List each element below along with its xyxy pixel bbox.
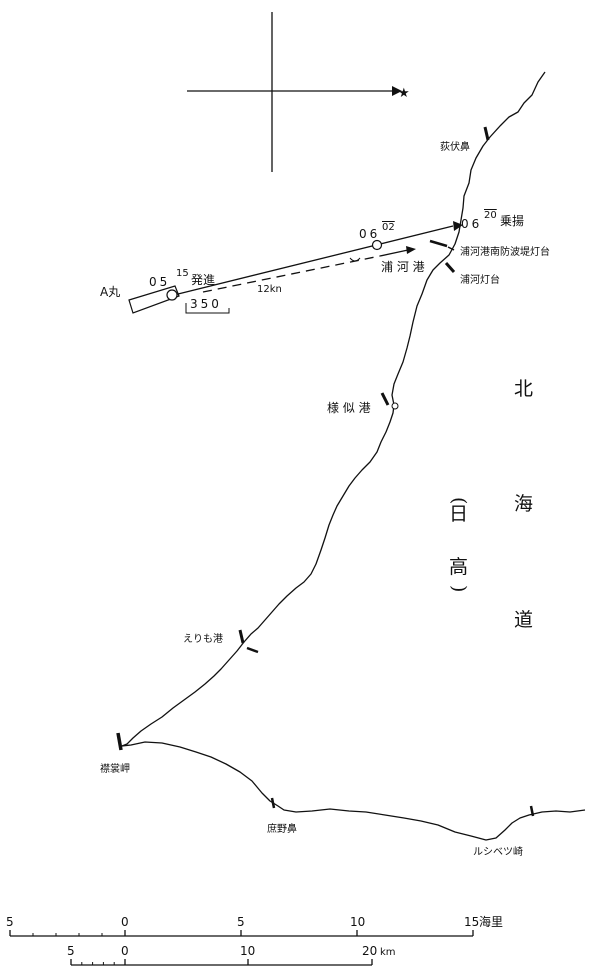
hagifushi-light-icon xyxy=(483,126,490,141)
position-0515 xyxy=(166,289,178,301)
ship-track xyxy=(128,221,463,314)
breakwater-light-icon xyxy=(429,239,448,248)
shomanose-light-icon xyxy=(270,797,276,809)
speed-value: 12kn xyxy=(257,284,282,295)
nm-unit: 海里 xyxy=(479,914,503,929)
region-hokkaido-2: 海 xyxy=(514,493,533,515)
mid-time: 06 xyxy=(359,227,380,241)
ship-name: A丸 xyxy=(100,285,120,299)
km-tick-label-1: 5 xyxy=(67,944,75,958)
place-urakawa-port: 浦 河 港 xyxy=(381,260,425,274)
scale-bar-km xyxy=(70,959,373,966)
board-label: 乗揚 xyxy=(500,214,524,228)
nm-tick-label-2: 0 xyxy=(121,915,129,929)
nm-tick-label-1: 5 xyxy=(6,915,14,929)
board-time: 06 xyxy=(461,217,482,231)
place-urakawa-breakwater-light: 浦河港南防波堤灯台 xyxy=(460,245,550,258)
urakawa-light-icon xyxy=(444,262,456,273)
region-hidaka-open: ( xyxy=(448,497,470,504)
km-tick-label-2: 0 xyxy=(121,944,129,958)
coastline-south xyxy=(121,741,586,841)
depart-label: 発進 xyxy=(191,273,215,287)
coastline-north xyxy=(121,71,546,747)
nm-tick-label-3: 5 xyxy=(237,915,245,929)
place-urakawa-light: 浦河灯台 xyxy=(460,273,500,286)
ship-hull-icon xyxy=(128,285,180,314)
region-hidaka-close: ) xyxy=(448,585,470,592)
samani-light-icon xyxy=(380,392,390,406)
compass-cross: ★ xyxy=(187,12,410,172)
board-minute: 20 xyxy=(484,210,497,221)
place-erimo-cape: 襟裳岬 xyxy=(100,762,130,775)
depart-time: 05 xyxy=(149,275,170,289)
scale-bar-nm xyxy=(9,930,474,937)
place-samani-port: 様 似 港 xyxy=(327,401,371,415)
mid-minute: 02 xyxy=(382,222,395,233)
km-unit: km xyxy=(380,947,396,958)
heading-value: 350 xyxy=(190,297,222,311)
place-hagifushi: 荻伏鼻 xyxy=(440,140,470,153)
erimo-cape-light-icon xyxy=(116,732,123,751)
km-tick-label-3: 10 xyxy=(240,944,255,958)
nm-tick-label-4: 10 xyxy=(350,915,365,929)
place-shomanose: 庶野鼻 xyxy=(267,822,297,835)
km-tick-label-4: 20 xyxy=(362,944,377,958)
region-hidaka-2: 高 xyxy=(449,556,468,578)
pole-star-icon: ★ xyxy=(398,86,410,101)
landmark-marks xyxy=(116,126,535,817)
rusibetsu-light-icon xyxy=(529,805,535,817)
depart-minute: 15 xyxy=(176,268,189,279)
region-hidaka-1: 日 xyxy=(449,503,468,525)
region-hokkaido-1: 北 xyxy=(514,378,533,400)
nm-tick-label-5: 15 xyxy=(464,915,479,929)
position-0602 xyxy=(371,239,383,251)
place-erimo-port: えりも港 xyxy=(183,633,223,645)
erimo-port-light-icon xyxy=(238,629,245,644)
region-hokkaido-3: 道 xyxy=(514,609,533,631)
planned-course xyxy=(202,255,381,293)
place-rusibetsu: ルシベツ崎 xyxy=(473,845,523,858)
